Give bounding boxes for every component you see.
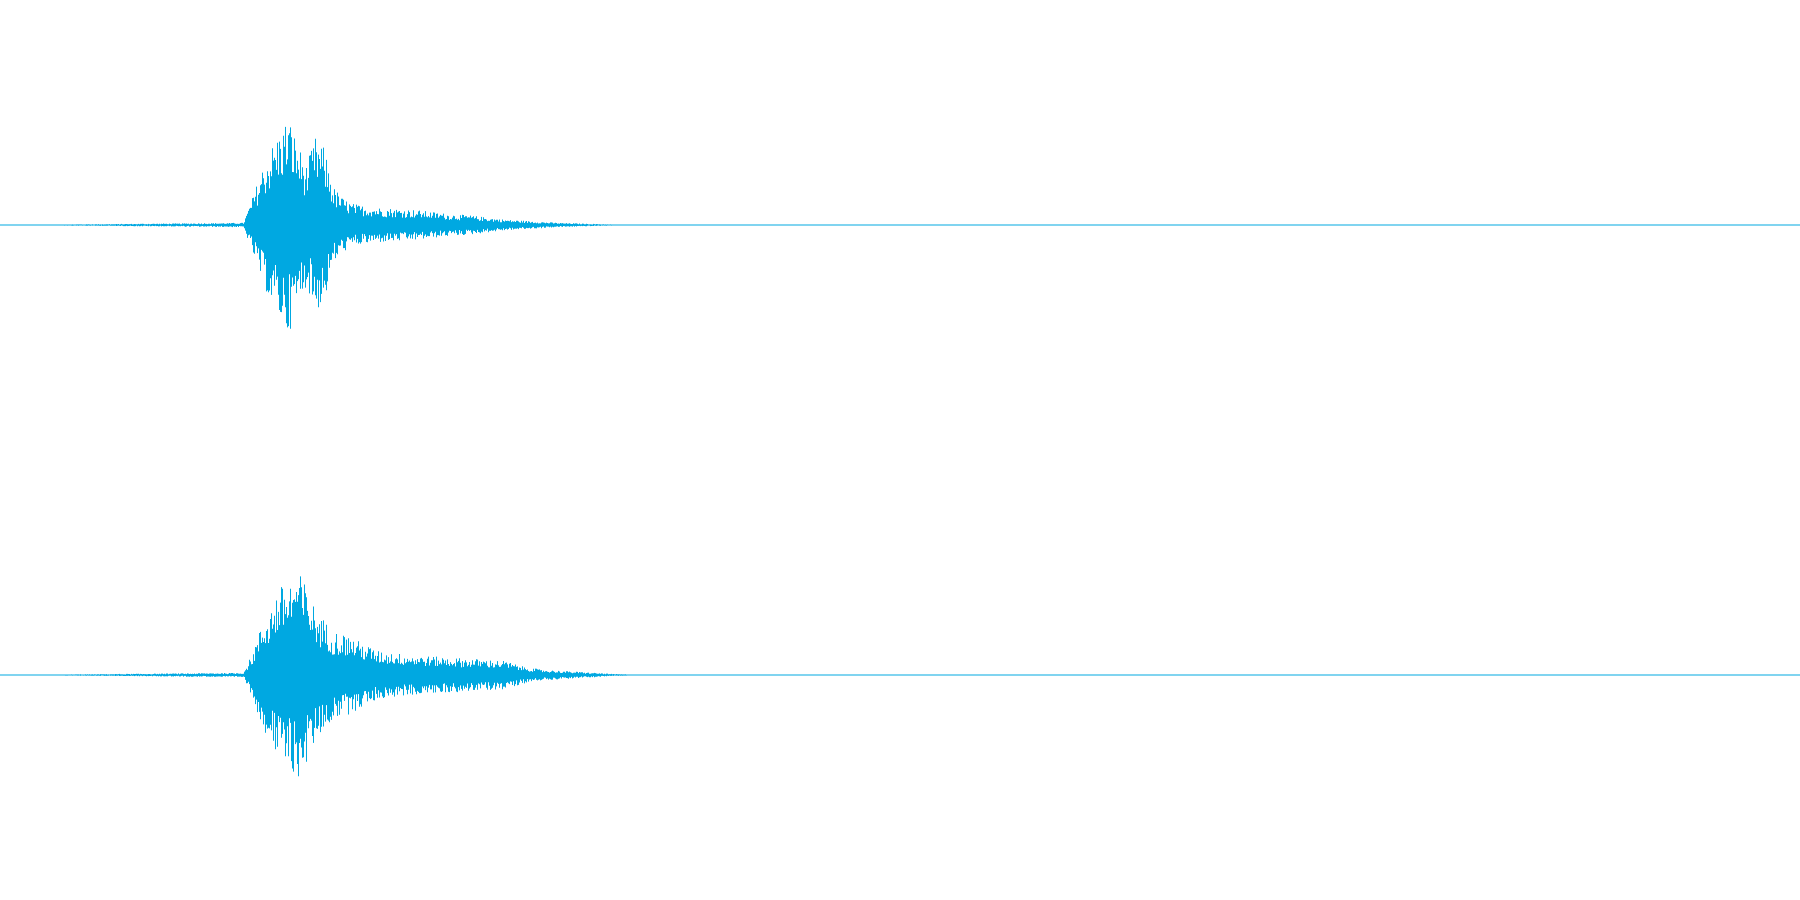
channel-2-waveform xyxy=(13,576,1566,777)
waveform-channel-2 xyxy=(0,576,1800,777)
waveform-channel-1 xyxy=(0,126,1800,329)
channel-1-waveform xyxy=(13,126,1215,329)
